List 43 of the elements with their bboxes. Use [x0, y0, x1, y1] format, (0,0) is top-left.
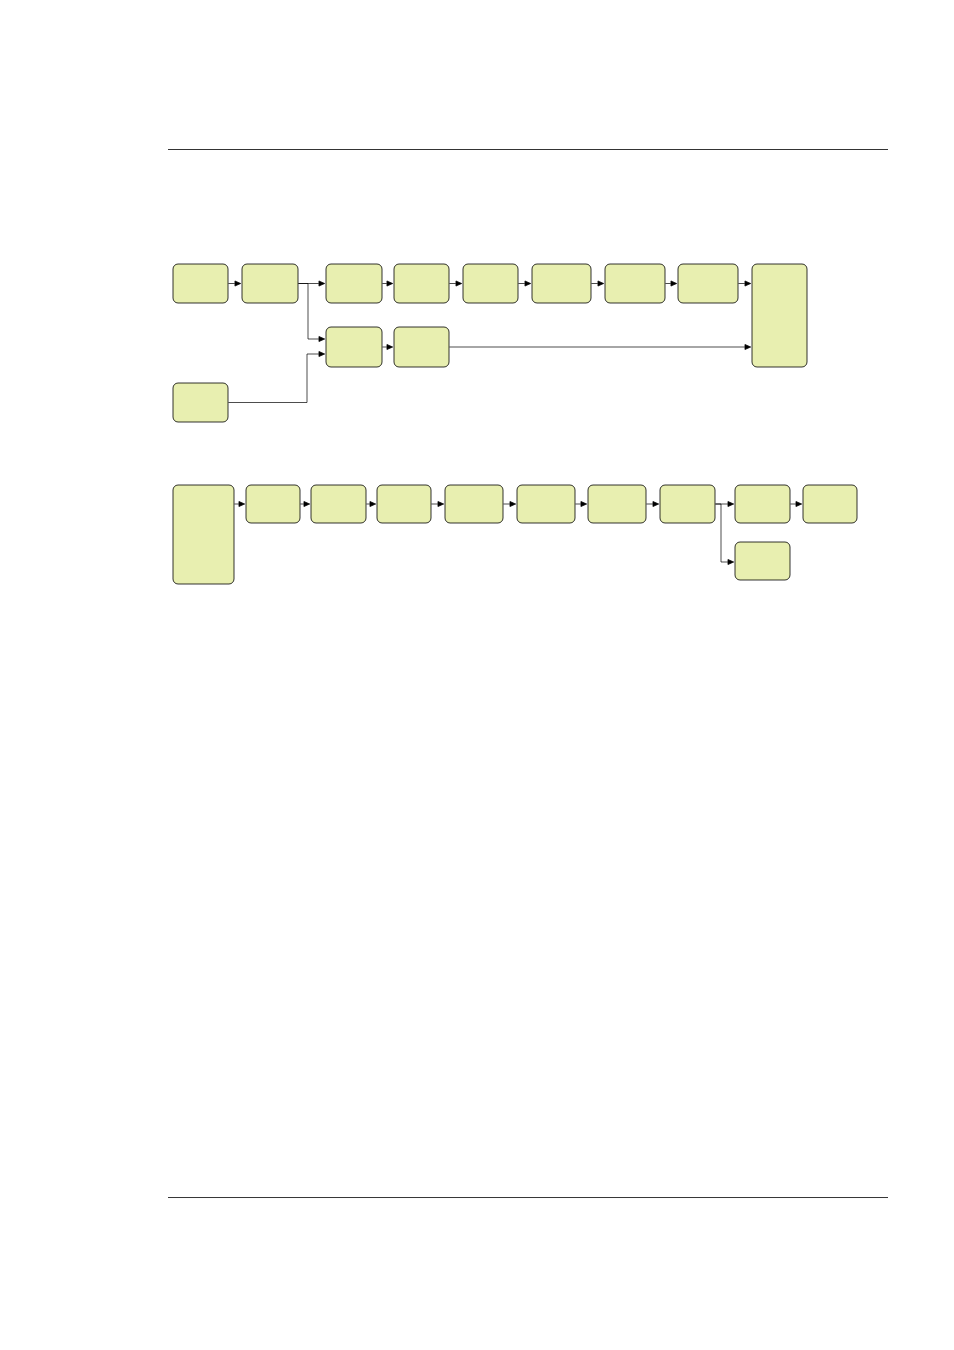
process-box	[393, 263, 450, 304]
process-box	[393, 326, 450, 368]
process-box	[172, 484, 235, 585]
arrow	[449, 344, 752, 350]
process-box	[659, 484, 716, 524]
process-box	[677, 263, 739, 304]
arrow	[790, 501, 803, 507]
process-box	[325, 326, 383, 368]
arrow	[518, 280, 532, 287]
arrow	[449, 280, 463, 287]
process-box	[172, 263, 229, 304]
arrow	[591, 280, 605, 287]
process-box	[587, 484, 647, 524]
arrow	[503, 501, 517, 507]
process-box	[802, 484, 858, 524]
arrow	[382, 280, 394, 287]
process-box	[734, 484, 791, 524]
arrow	[665, 280, 678, 287]
process-box	[734, 541, 791, 581]
arrow	[298, 283, 326, 342]
process-box	[241, 263, 299, 304]
arrow	[228, 280, 242, 287]
process-box	[245, 484, 301, 524]
arrow	[300, 501, 311, 507]
arrow	[575, 501, 588, 507]
arrow	[366, 501, 377, 507]
process-box	[325, 263, 383, 304]
arrow	[228, 351, 326, 403]
arrow	[738, 280, 752, 287]
process-box	[516, 484, 576, 524]
process-box	[751, 263, 808, 368]
process-box	[531, 263, 592, 304]
arrow	[431, 501, 445, 507]
process-box	[444, 484, 504, 524]
process-box	[462, 263, 519, 304]
process-box	[604, 263, 666, 304]
process-box	[310, 484, 367, 524]
arrow	[715, 503, 735, 565]
process-box	[172, 382, 229, 423]
process-box	[376, 484, 432, 524]
arrow	[382, 344, 394, 350]
arrow	[234, 501, 246, 507]
arrow	[646, 501, 660, 507]
